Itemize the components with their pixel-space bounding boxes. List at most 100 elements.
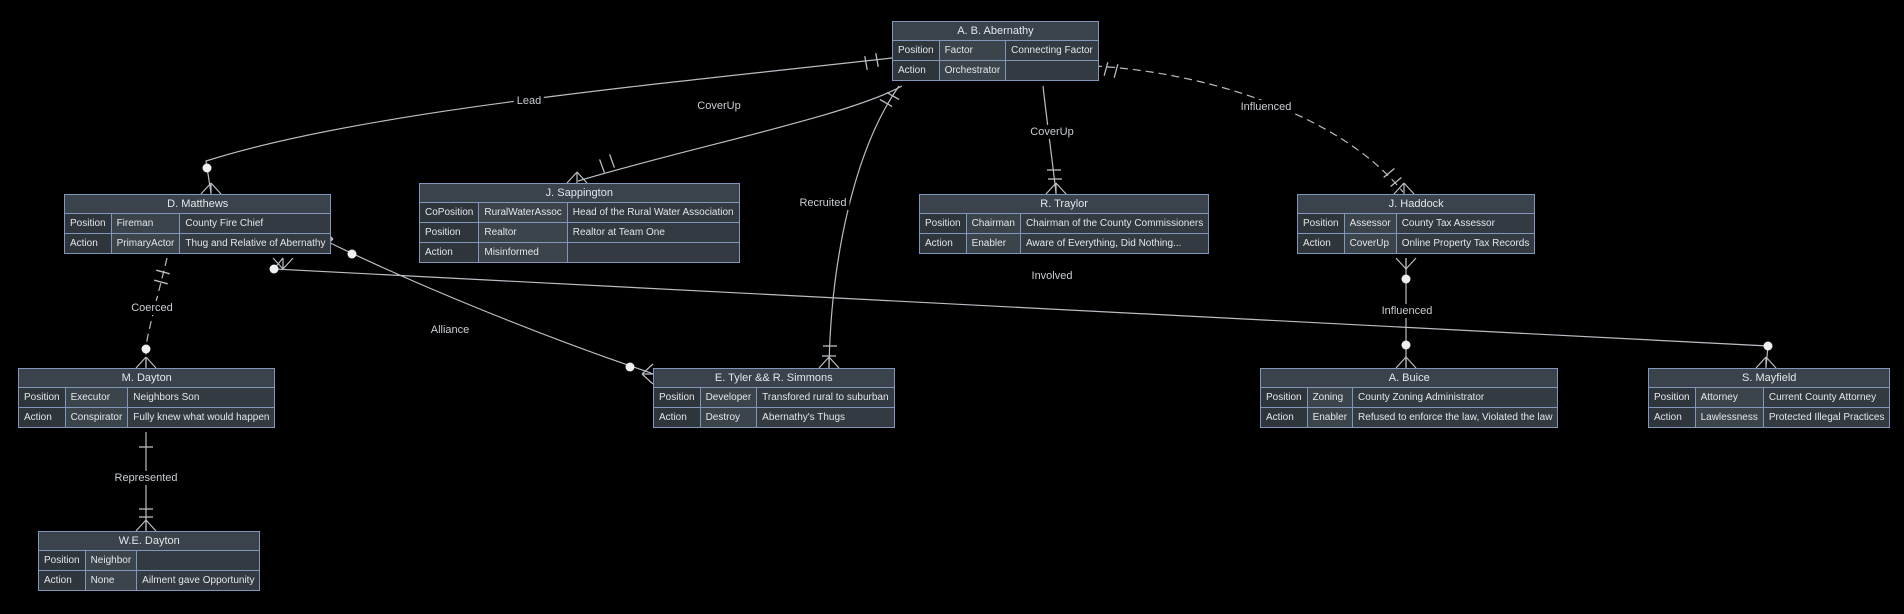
attribute-tag: Developer [699, 387, 758, 408]
attribute-tag: CoverUp [1343, 233, 1397, 254]
cardinality-circle-mark [1763, 341, 1773, 351]
attribute-description [566, 242, 740, 263]
cardinality-bar-mark [1383, 168, 1395, 178]
attribute-tag: Fireman [110, 213, 181, 234]
entity-title: S. Mayfield [1648, 368, 1891, 388]
edge-label-coverup-2: CoverUp [1027, 125, 1077, 139]
attribute-description: County Tax Assessor [1395, 213, 1536, 234]
edge-coerced-5 [135, 257, 170, 369]
attribute-tag: RuralWaterAssoc [478, 202, 568, 223]
attribute-description: Abernathy's Thugs [756, 407, 895, 428]
attribute-tag: Zoning [1306, 387, 1354, 408]
attribute-description: Protected Illegal Practices [1762, 407, 1891, 428]
edge-line [1093, 65, 1404, 193]
edge-coverup-2 [1042, 85, 1067, 195]
cardinality-bar-mark [598, 159, 606, 173]
edge-label-influenced-3: Influenced [1237, 100, 1295, 114]
attribute-tag: Lawlessness [1694, 407, 1764, 428]
edge-line [321, 238, 654, 375]
edge-label-coerced-5: Coerced [128, 301, 176, 315]
cardinality-circle-mark [625, 362, 635, 372]
entity-title: A. B. Abernathy [892, 21, 1099, 41]
edge-label-influenced-8: Influenced [1378, 304, 1436, 318]
cardinality-circle-mark [1401, 340, 1411, 350]
edge-label-lead-0: Lead [513, 94, 545, 108]
crow-foot-mark [200, 182, 222, 195]
crow-foot-mark [818, 356, 840, 369]
attribute-key: Position [64, 213, 112, 234]
edge-coverup-1 [566, 85, 903, 184]
entity-title: J. Sappington [419, 183, 740, 203]
attribute-key: Action [64, 233, 112, 254]
edge-label-alliance-6: Alliance [427, 323, 473, 337]
attribute-description: Fully knew what would happen [127, 407, 276, 428]
edge-label-represented-9: Represented [111, 471, 181, 485]
attribute-key: Position [919, 213, 967, 234]
cardinality-bar-mark [879, 98, 893, 108]
attribute-key: Action [18, 407, 66, 428]
attribute-tag: Misinformed [478, 242, 568, 263]
attribute-key: Action [919, 233, 967, 254]
edge-label-involved-7: Involved [1028, 269, 1076, 283]
cardinality-bar-mark [864, 55, 868, 71]
attribute-description: County Fire Chief [179, 213, 332, 234]
cardinality-bar-mark [1103, 62, 1109, 76]
cardinality-bar-mark [1113, 64, 1119, 78]
attribute-tag: Conspirator [64, 407, 129, 428]
attribute-key: Position [1648, 387, 1696, 408]
crow-foot-mark [135, 356, 157, 369]
attribute-description: Connecting Factor [1005, 40, 1099, 61]
attribute-description: Ailment gave Opportunity [136, 570, 261, 591]
attribute-description: Aware of Everything, Did Nothing... [1019, 233, 1210, 254]
cardinality-circle-mark [1401, 274, 1411, 284]
attribute-tag: Chairman [965, 213, 1021, 234]
edge-label-recruited-4: Recruited [796, 196, 850, 210]
crow-foot-mark [321, 228, 334, 250]
crow-foot-mark [1393, 182, 1415, 195]
edge-line [577, 85, 903, 182]
attribute-description: Online Property Tax Records [1395, 233, 1536, 254]
edge-recruited-4 [818, 85, 900, 369]
attribute-key: Position [653, 387, 701, 408]
attribute-tag: Factor [938, 40, 1007, 61]
crow-foot-mark [1395, 257, 1417, 270]
attribute-description: Chairman of the County Commissioners [1019, 213, 1210, 234]
attribute-description: Refused to enforce the law, Violated the… [1352, 407, 1559, 428]
edge-influenced-8 [1395, 257, 1417, 369]
entity-title: J. Haddock [1297, 194, 1536, 214]
attribute-description: Neighbors Son [127, 387, 276, 408]
cardinality-bar-mark [608, 154, 616, 168]
attribute-tag: Neighbor [84, 550, 138, 571]
cardinality-bar-mark [154, 279, 168, 285]
cardinality-bar-mark [886, 91, 900, 101]
cardinality-circle-mark [202, 163, 212, 173]
